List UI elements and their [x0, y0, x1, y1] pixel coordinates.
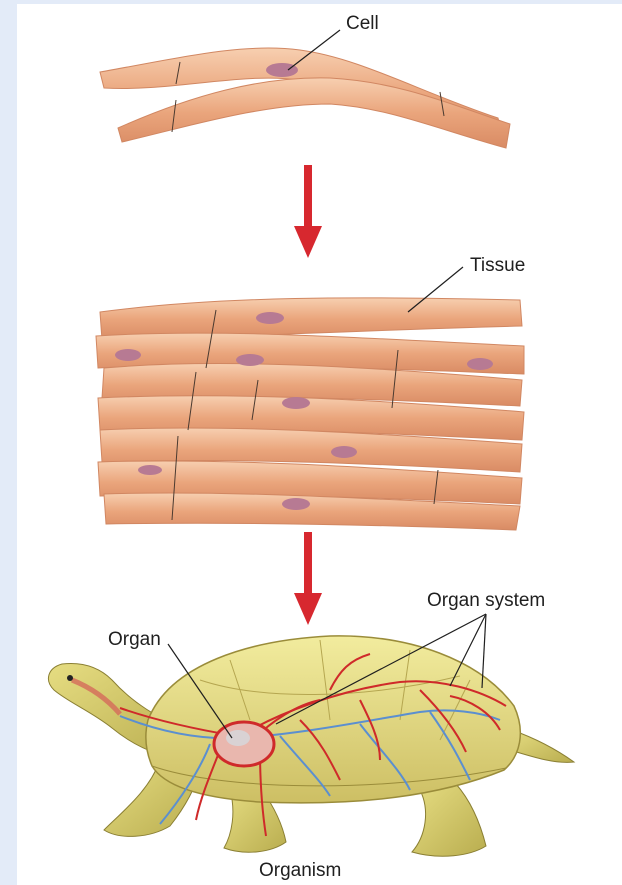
cell-illustration [100, 48, 510, 148]
turtle-illustration [48, 636, 574, 856]
down-arrow-icon [294, 532, 322, 625]
organ-system-label: Organ system [427, 590, 545, 611]
organ-label: Organ [108, 629, 161, 650]
tissue-illustration [96, 298, 524, 530]
tissue-label: Tissue [470, 255, 525, 276]
down-arrow-icon [294, 165, 322, 258]
cell-nucleus [266, 63, 298, 77]
heart-organ [214, 722, 274, 766]
cell-label: Cell [346, 13, 379, 34]
organism-label: Organism [259, 860, 341, 881]
